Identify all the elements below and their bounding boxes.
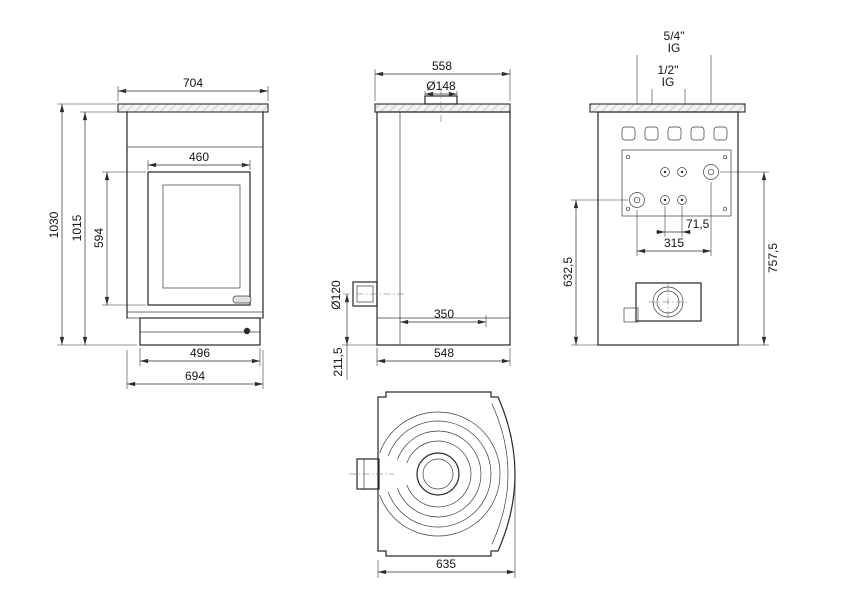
back-view: 5/4" IG 1/2" IG 71,5 315 632,5 757,5 <box>561 29 780 346</box>
front-door-glass <box>162 184 241 289</box>
front-height-extensions <box>57 103 146 346</box>
dim-connection-pair-spacing: 71,5 <box>686 217 710 231</box>
rear-flue-outlet-back <box>623 282 702 323</box>
vent-slot <box>644 126 659 141</box>
vent-slot <box>621 126 636 141</box>
front-top-plate <box>117 103 269 113</box>
flue-opening-outer <box>416 452 460 496</box>
dim-right-connection-height: 757,5 <box>766 243 780 273</box>
dim-front-door-height: 594 <box>92 228 106 248</box>
front-knob <box>243 327 251 335</box>
large-connection-leaders <box>636 55 712 104</box>
vent-slot <box>667 126 682 141</box>
label-small-connection-thread: IG <box>662 75 675 89</box>
large-connection-right <box>703 164 719 180</box>
dim-front-top-plate-width: 704 <box>183 76 203 90</box>
dim-side-body-depth: 548 <box>434 346 454 360</box>
curved-glass-inner-line <box>491 403 509 545</box>
dim-front-door-width: 460 <box>189 150 209 164</box>
front-plinth <box>139 317 261 346</box>
front-view: 704 460 1030 1015 594 496 694 <box>47 76 269 389</box>
label-large-connection-thread: IG <box>668 41 681 55</box>
vent-slots <box>621 126 728 141</box>
vent-slot <box>713 126 728 141</box>
dim-top-overall-depth: 635 <box>436 557 456 571</box>
dim-front-body-width: 694 <box>185 369 205 383</box>
dim-front-base-width: 496 <box>190 346 210 360</box>
top-plate-arcs <box>379 411 501 537</box>
small-connections <box>660 167 687 205</box>
dim-left-connection-height: 632,5 <box>561 257 575 287</box>
top-body-outline <box>377 391 516 557</box>
dim-front-total-height: 1030 <box>47 211 61 238</box>
door-handle <box>232 295 252 304</box>
label-large-connection-size: 5/4" <box>664 29 685 43</box>
connection-panel <box>621 149 732 217</box>
small-connection-leaders <box>651 89 686 104</box>
front-body-sides <box>126 111 264 319</box>
vent-slot <box>690 126 705 141</box>
left-height-extensions <box>571 199 628 346</box>
label-small-connection-size: 1/2" <box>658 63 679 77</box>
connection-spacing-extensions <box>636 182 712 256</box>
side-body <box>376 111 511 346</box>
flue-opening-inner <box>422 458 454 490</box>
back-top-plate <box>589 103 746 113</box>
dim-firebox-depth: 350 <box>434 307 454 321</box>
dim-flue-diameter: Ø148 <box>426 79 456 93</box>
side-view: 558 Ø148 Ø120 211,5 350 548 <box>329 59 511 380</box>
outlet-height-extensions <box>342 344 377 380</box>
outlet-lever <box>623 307 639 323</box>
dim-rear-outlet-diameter: Ø120 <box>329 280 343 310</box>
front-door-frame <box>147 171 251 306</box>
dim-side-top-plate-depth: 558 <box>432 59 452 73</box>
top-view: 635 <box>349 391 516 578</box>
outlet-crosshair <box>649 284 687 320</box>
top-depth-extensions <box>377 479 516 578</box>
front-body-width-extensions <box>126 350 264 389</box>
panel-bolts <box>625 154 728 212</box>
front-top-width-extensions <box>117 86 269 101</box>
dim-connection-spacing: 315 <box>664 236 684 250</box>
back-body <box>597 111 739 346</box>
side-body-seams <box>376 111 511 346</box>
large-connection-left <box>629 192 645 208</box>
side-top-plate <box>374 103 511 113</box>
dim-rear-outlet-height: 211,5 <box>331 347 345 376</box>
dim-front-body-height: 1015 <box>70 214 84 241</box>
